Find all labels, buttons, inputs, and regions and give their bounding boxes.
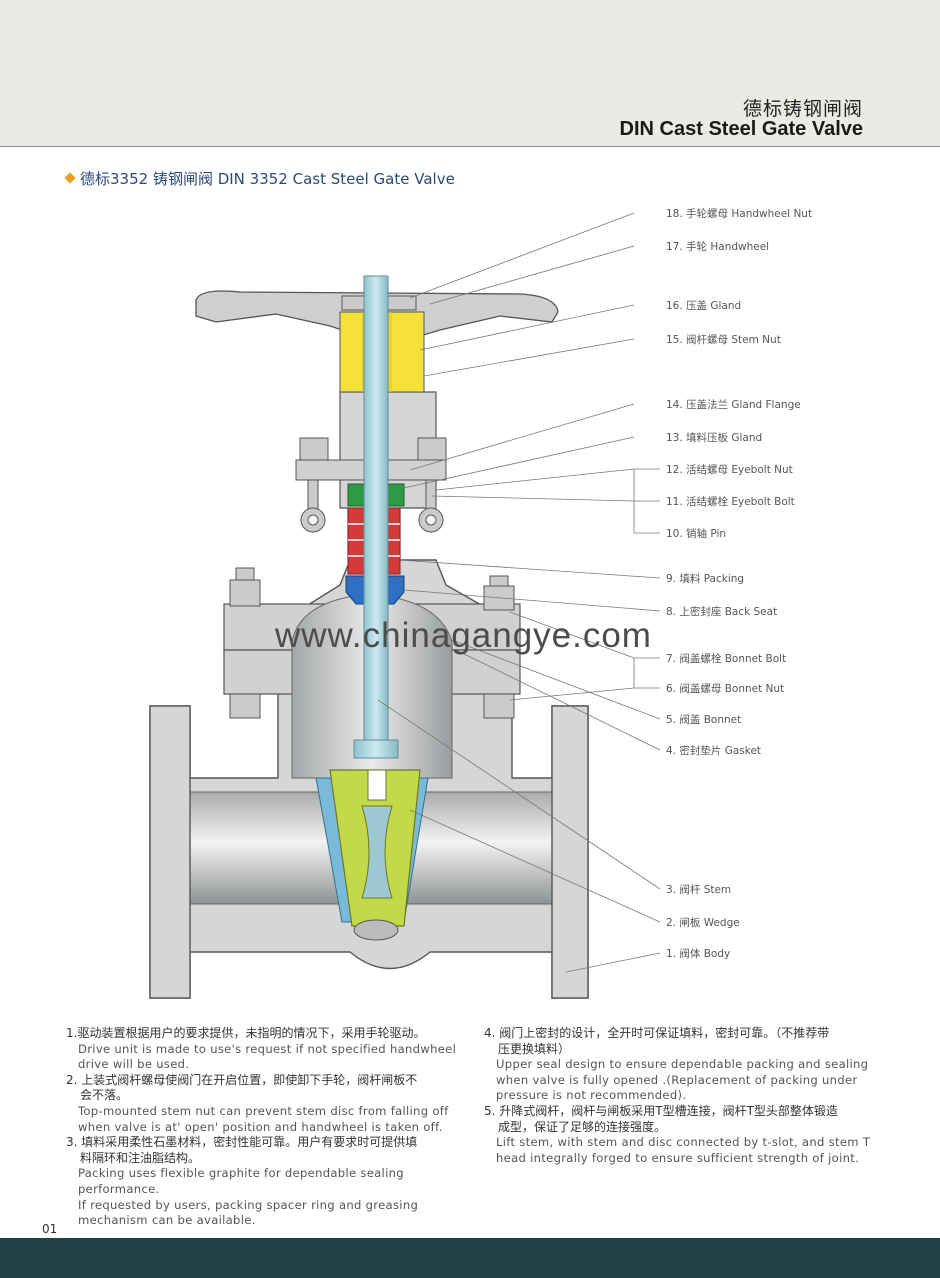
note-4-en-line2: when valve is fully opened .(Replacement… (496, 1072, 858, 1087)
note-2-en-line2: when valve is at' open' position and han… (78, 1119, 443, 1134)
note-1-en-line2: drive will be used. (78, 1057, 190, 1072)
callout-eyebolt-nut: 12. 活结螺母 Eyebolt Nut (666, 464, 793, 476)
callout-bonnet-nut: 6. 阀盖螺母 Bonnet Nut (666, 683, 785, 695)
right-flange (551, 705, 589, 999)
note-2-cn: 2. 上装式阀杆螺母使阀门在开启位置，即使卸下手轮，阀杆闸板不 (66, 1072, 418, 1087)
note-4-cn: 4. 阀门上密封的设计，全开时可保证填料，密封可靠。（不推荐带 (484, 1026, 830, 1040)
note-3-en-line2: If requested by users, packing spacer ri… (78, 1197, 419, 1212)
note-2-en-line1: Top-mounted stem nut can prevent stem di… (78, 1103, 449, 1118)
notes-left: 1.驱动装置根据用户的要求提供，未指明的情况下，采用手轮驱动。 Drive un… (66, 1026, 466, 1229)
callout-gland-16: 16. 压盖 Gland (666, 300, 742, 312)
callout-bonnet: 5. 阀盖 Bonnet (666, 714, 742, 726)
note-5-en-line1: Lift stem, with stem and disc connected … (496, 1135, 871, 1150)
note-4-cn-cont: 压更换填料） (498, 1041, 571, 1056)
notes-right: 4. 阀门上密封的设计，全开时可保证填料，密封可靠。（不推荐带 压更换填料） U… (484, 1026, 874, 1166)
eyebolt-left (299, 437, 329, 533)
callout-pin: 10. 销轴 Pin (666, 528, 727, 540)
note-5-cn: 5. 升降式阀杆，阀杆与闸板采用T型槽连接，阀杆T型头部整体锻造 (484, 1103, 838, 1118)
callout-packing: 9. 填料 Packing (666, 573, 745, 585)
page-title-cn: 德标铸钢闸阀 (742, 98, 863, 120)
note-3-cn-cont: 料隔环和注油脂结构。 (80, 1150, 201, 1165)
note-3-cn: 3. 填料采用柔性石墨材料，密封性能可靠。用户有要求时可提供填 (66, 1135, 418, 1150)
callout-gland-13: 13. 填料压板 Gland (666, 432, 763, 444)
note-4-en-line3: pressure is not recommended). (496, 1088, 687, 1103)
left-flange (149, 705, 191, 999)
note-3-en-line1: Packing uses flexible graphite for depen… (78, 1166, 404, 1196)
stem (363, 275, 389, 757)
note-1-en-line1: Drive unit is made to use's request if n… (78, 1041, 457, 1056)
watermark: www.chinagangye.com (275, 616, 652, 655)
stem-t-head (353, 739, 399, 759)
page-number: 01 (42, 1222, 58, 1236)
callout-body: 1. 阀体 Body (666, 948, 731, 960)
note-3-en-line3: mechanism can be available. (78, 1213, 256, 1228)
callout-handwheel-nut: 18. 手轮螺母 Handwheel Nut (666, 208, 813, 220)
note-4-en-line1: Upper seal design to ensure dependable p… (496, 1057, 869, 1072)
callout-gasket: 4. 密封垫片 Gasket (666, 745, 762, 757)
note-5-cn-cont: 成型，保证了足够的连接强度。 (498, 1119, 667, 1134)
eyebolt-right (417, 437, 447, 533)
callout-gland-flange: 14. 压盖法兰 Gland Flange (666, 399, 801, 411)
callout-handwheel: 17. 手轮 Handwheel (666, 241, 770, 253)
callout-eyebolt-bolt: 11. 活结螺栓 Eyebolt Bolt (666, 496, 795, 508)
valve-cross-section (149, 212, 661, 999)
footer-band (0, 1238, 940, 1278)
bonnet-bolt-right (483, 575, 515, 719)
page-title-en: DIN Cast Steel Gate Valve (619, 118, 863, 140)
note-5-en-line2: head integrally forged to ensure suffici… (496, 1150, 860, 1165)
callout-bonnet-bolt: 7. 阀盖螺栓 Bonnet Bolt (666, 653, 787, 665)
callout-wedge: 2. 闸板 Wedge (666, 917, 740, 929)
note-2-cn-cont: 会不落。 (80, 1088, 129, 1103)
section-title-text: 德标3352 铸钢闸阀 DIN 3352 Cast Steel Gate Val… (80, 170, 455, 188)
callout-back-seat: 8. 上密封座 Back Seat (666, 606, 778, 618)
header-band (0, 0, 940, 147)
section-title: 德标3352 铸钢闸阀 DIN 3352 Cast Steel Gate Val… (64, 168, 455, 189)
leader-lines (377, 212, 661, 973)
callout-stem-nut: 15. 阀杆螺母 Stem Nut (666, 334, 781, 346)
diamond-bullet-icon (64, 172, 76, 184)
note-1-cn: 1.驱动装置根据用户的要求提供，未指明的情况下，采用手轮驱动。 (66, 1026, 426, 1040)
callout-stem: 3. 阀杆 Stem (666, 884, 732, 896)
bonnet-bolt-left (229, 567, 261, 719)
